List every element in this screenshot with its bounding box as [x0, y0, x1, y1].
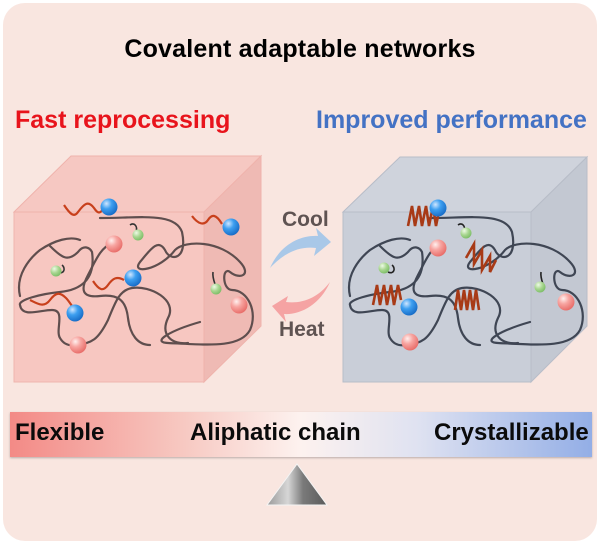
red-bead	[230, 296, 248, 314]
crystal-lamella	[464, 239, 498, 275]
fulcrum-triangle-icon	[266, 463, 328, 506]
left-network-chain	[98, 216, 254, 346]
blue-bead	[124, 269, 142, 287]
left-network-chain	[17, 237, 82, 298]
crystallizable-label: Crystallizable	[434, 419, 589, 446]
left-aliphatic-chain	[29, 292, 73, 307]
green-bead	[50, 265, 62, 277]
green-bead	[132, 229, 144, 241]
right-network-chain	[412, 241, 482, 347]
left-heading: Fast reprocessing	[15, 106, 231, 134]
flexible-label: Flexible	[15, 419, 105, 446]
green-bead	[534, 281, 546, 293]
cool-label: Cool	[282, 208, 329, 231]
red-bead	[401, 333, 419, 351]
green-bead	[460, 227, 472, 239]
property-balance-bar	[10, 412, 592, 457]
left-aliphatic-chain	[92, 276, 125, 291]
green-bead	[378, 262, 390, 274]
heat-arrow-icon	[272, 282, 330, 322]
right-network-chain	[428, 216, 584, 346]
blue-bead	[66, 304, 84, 322]
red-bead	[557, 293, 575, 311]
left-aliphatic-chain	[63, 202, 105, 216]
right-network-chain	[348, 244, 520, 347]
right-cube	[341, 155, 589, 384]
right-cube-front	[342, 211, 532, 383]
left-aliphatic-chain	[191, 214, 223, 225]
crystal-lamella	[453, 289, 481, 311]
figure-title: Covalent adaptable networks	[124, 35, 476, 63]
blue-bead	[222, 218, 240, 236]
left-network-chain	[82, 241, 152, 347]
left-cube	[12, 154, 263, 384]
right-pendant-stub	[387, 264, 395, 274]
blue-bead	[100, 198, 118, 216]
cool-arrow-icon	[270, 228, 331, 268]
blue-bead	[400, 298, 418, 316]
red-bead	[105, 235, 123, 253]
left-network-chain	[18, 244, 190, 347]
green-bead	[210, 283, 222, 295]
right-heading: Improved performance	[316, 106, 587, 134]
right-network-chain	[347, 237, 412, 298]
blue-bead	[429, 199, 447, 217]
crystal-lamella	[371, 284, 403, 306]
red-bead	[69, 336, 87, 354]
aliphatic-chain-label: Aliphatic chain	[190, 419, 361, 446]
heat-label: Heat	[279, 318, 325, 341]
crystal-lamella	[406, 205, 442, 227]
red-bead	[429, 239, 447, 257]
